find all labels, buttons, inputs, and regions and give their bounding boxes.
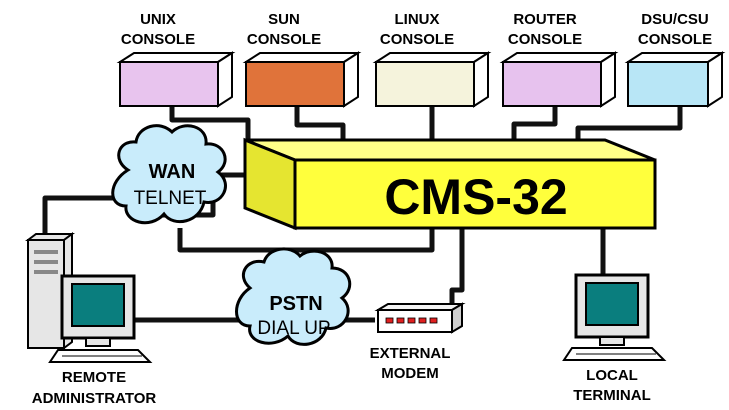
- hub-title: CMS-32: [384, 169, 567, 225]
- pstn-title: PSTN: [269, 293, 322, 315]
- console-unix-label-line2: CONSOLE: [121, 31, 195, 48]
- console-dsu-box: [627, 61, 709, 107]
- console-router: ROUTER CONSOLE: [499, 11, 619, 108]
- wan-cloud: WAN TELNET: [111, 124, 227, 225]
- local-label-line1: LOCAL: [586, 367, 638, 384]
- console-dsu-csu: DSU/CSU CONSOLE: [624, 11, 726, 108]
- console-linux: LINUX CONSOLE: [372, 11, 492, 108]
- remote-administrator-computer: REMOTE ADMINISTRATOR: [25, 232, 157, 407]
- console-linux-label-line2: CONSOLE: [380, 31, 454, 48]
- console-sun-label-line2: CONSOLE: [247, 31, 321, 48]
- external-modem: EXTERNAL MODEM: [370, 302, 466, 382]
- console-linux-box: [375, 61, 475, 107]
- console-unix: UNIX CONSOLE: [116, 11, 236, 108]
- modem-leds: [385, 317, 438, 324]
- local-screen: [585, 282, 639, 326]
- remote-label-line1: REMOTE: [62, 369, 126, 386]
- console-dsu-label-line1: DSU/CSU: [641, 11, 709, 28]
- console-router-label-line2: CONSOLE: [508, 31, 582, 48]
- console-sun-label-line1: SUN: [268, 11, 300, 28]
- cms-32-hub: CMS-32: [243, 137, 657, 231]
- remote-screen: [71, 283, 125, 327]
- wan-subtitle: TELNET: [134, 188, 207, 209]
- pstn-cloud: PSTN DIAL UP: [235, 247, 352, 346]
- console-sun-box: [245, 61, 345, 107]
- modem-label-line2: MODEM: [381, 365, 439, 382]
- console-sun: SUN CONSOLE: [242, 11, 362, 108]
- pstn-subtitle: DIAL UP: [257, 318, 330, 339]
- cable-wan-server: [42, 195, 120, 245]
- cable-dsu: [575, 107, 683, 140]
- local-label-line2: TERMINAL: [573, 387, 651, 404]
- console-router-box: [502, 61, 602, 107]
- cms-32-front: [293, 158, 657, 230]
- console-router-label-line1: ROUTER: [513, 11, 577, 28]
- console-unix-box: [119, 61, 219, 107]
- local-terminal: LOCAL TERMINAL: [562, 273, 667, 404]
- cable-unix: [169, 107, 251, 140]
- modem-label-line1: EXTERNAL: [370, 345, 451, 362]
- remote-label-line2: ADMINISTRATOR: [32, 390, 157, 407]
- pstn-cloud-shape: [235, 247, 352, 346]
- cable-router: [511, 107, 558, 140]
- cable-cloud-hub-bottom: [177, 228, 435, 253]
- console-linux-label-line1: LINUX: [395, 11, 440, 28]
- server-tower: [27, 239, 65, 349]
- cable-sun: [294, 107, 346, 140]
- console-unix-label-line1: UNIX: [140, 11, 176, 28]
- wan-title: WAN: [149, 161, 196, 183]
- console-dsu-label-line2: CONSOLE: [638, 31, 712, 48]
- wan-cloud-shape: [111, 124, 227, 225]
